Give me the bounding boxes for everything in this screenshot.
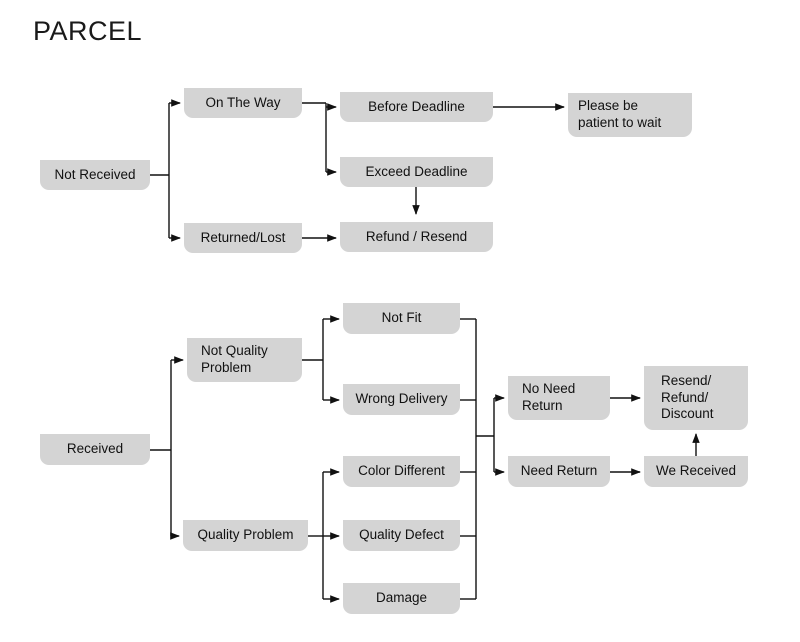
node-label: Not Fit: [381, 310, 422, 326]
node-we-received[interactable]: We Received: [644, 456, 751, 490]
node-label: Wrong Delivery: [355, 391, 448, 407]
node-label: Before Deadline: [368, 98, 465, 114]
node-label: Color Different: [358, 463, 445, 479]
node-resend-refund-discount[interactable]: Resend/ Refund/ Discount: [644, 366, 751, 433]
node-no-need-return[interactable]: No Need Return: [508, 376, 613, 423]
node-received[interactable]: Received: [40, 434, 153, 468]
page-title: PARCEL: [33, 16, 143, 46]
node-need-return[interactable]: Need Return: [508, 456, 613, 490]
node-label: Please be patient to wait: [578, 98, 662, 130]
node-before-deadline[interactable]: Before Deadline: [340, 92, 496, 125]
node-wrong-delivery[interactable]: Wrong Delivery: [343, 384, 463, 418]
node-refund-resend[interactable]: Refund / Resend: [340, 222, 496, 255]
node-label: Exceed Deadline: [365, 163, 468, 179]
node-exceed-deadline[interactable]: Exceed Deadline: [340, 157, 496, 190]
node-label: We Received: [655, 463, 737, 479]
node-on-the-way[interactable]: On The Way: [184, 88, 305, 121]
node-label: Resend/ Refund/ Discount: [661, 372, 714, 422]
node-label: Quality Problem: [197, 527, 294, 543]
node-not-quality-problem[interactable]: Not Quality Problem: [187, 338, 305, 385]
node-label: Need Return: [520, 463, 598, 479]
node-label: Not Received: [54, 166, 136, 182]
node-label: Returned/Lost: [200, 229, 286, 245]
node-damage[interactable]: Damage: [343, 583, 463, 617]
node-please-be-patient[interactable]: Please be patient to wait: [568, 93, 695, 140]
node-label: No Need Return: [522, 381, 576, 413]
node-label: Quality Defect: [359, 527, 444, 543]
node-label: Refund / Resend: [365, 228, 468, 244]
node-returned-lost[interactable]: Returned/Lost: [184, 223, 305, 256]
node-label: Damage: [375, 590, 428, 606]
node-label: Received: [66, 441, 124, 457]
node-label: Not Quality Problem: [201, 343, 268, 375]
node-quality-defect[interactable]: Quality Defect: [343, 520, 463, 554]
node-quality-problem[interactable]: Quality Problem: [183, 520, 311, 554]
node-color-different[interactable]: Color Different: [343, 456, 463, 490]
node-not-received[interactable]: Not Received: [40, 160, 153, 193]
node-label: On The Way: [205, 94, 281, 110]
node-not-fit[interactable]: Not Fit: [343, 303, 463, 337]
